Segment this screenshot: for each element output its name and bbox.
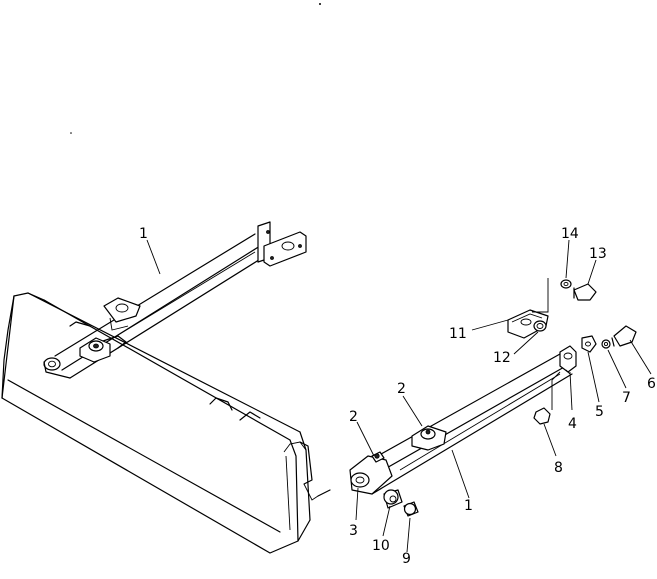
boss-part-12 xyxy=(533,320,547,332)
lock-plate-part-5 xyxy=(581,335,597,353)
bushing-part-9 xyxy=(403,501,419,517)
nut-part-8 xyxy=(533,371,561,425)
callout-12: 12 xyxy=(493,350,511,366)
callout-6: 6 xyxy=(647,376,656,392)
left-frame-arm xyxy=(43,221,307,379)
callout-14: 14 xyxy=(561,226,579,242)
leader-guide-14 xyxy=(532,278,549,313)
callout-1-right: 1 xyxy=(464,498,473,514)
leader-guide-8 xyxy=(551,371,561,410)
leader-lines xyxy=(146,239,652,553)
washer-part-7 xyxy=(601,339,611,349)
dozer-blade xyxy=(1,292,331,554)
callout-10: 10 xyxy=(372,538,390,554)
callout-8: 8 xyxy=(554,460,563,476)
callout-5: 5 xyxy=(595,404,604,420)
callout-11: 11 xyxy=(449,326,467,342)
callout-1-left: 1 xyxy=(139,226,148,242)
callout-4: 4 xyxy=(568,416,577,432)
callout-9: 9 xyxy=(402,551,411,567)
callout-3: 3 xyxy=(349,523,358,539)
washer-part-14 xyxy=(560,279,572,289)
speck xyxy=(319,3,321,5)
bolt-part-13 xyxy=(573,283,597,301)
callout-7: 7 xyxy=(622,390,631,406)
callout-13: 13 xyxy=(589,246,607,262)
bolt-part-6 xyxy=(611,325,637,347)
bushing-part-10 xyxy=(383,489,403,509)
callout-2-left: 2 xyxy=(349,409,358,425)
callout-2-right: 2 xyxy=(397,381,406,397)
right-frame-arm xyxy=(349,345,577,495)
speck xyxy=(70,132,72,134)
